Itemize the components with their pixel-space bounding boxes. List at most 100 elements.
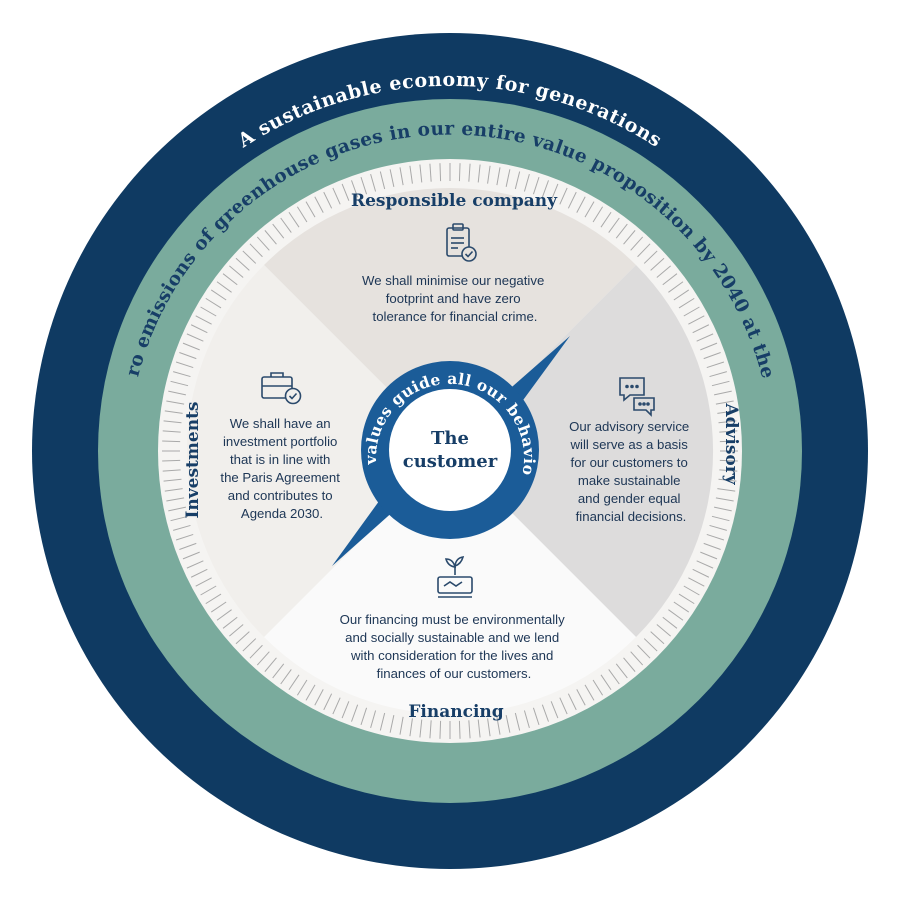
tick-mark [656, 624, 671, 637]
tick-mark [389, 169, 395, 188]
tick-mark [700, 342, 718, 351]
tick-mark [662, 616, 678, 629]
hub-title-line1: The [431, 428, 469, 449]
tick-mark [162, 430, 181, 433]
tick-mark [249, 644, 263, 659]
tick-mark [706, 361, 725, 369]
tick-mark [715, 497, 734, 502]
tick-mark [280, 669, 292, 685]
tick-mark [623, 230, 636, 245]
tick-mark [164, 410, 183, 414]
tick-mark [703, 352, 721, 360]
tick-mark [439, 720, 442, 739]
tick-mark [175, 361, 194, 369]
tick-mark [487, 718, 491, 737]
tick-mark [166, 497, 185, 502]
tick-mark [541, 180, 549, 198]
sector-text-financing: Our financing must be environmentally an… [340, 612, 569, 681]
tick-mark [314, 689, 324, 706]
tick-mark [718, 478, 737, 482]
tick-mark [429, 720, 432, 739]
tick-mark [458, 163, 461, 182]
tick-mark [600, 674, 612, 691]
tick-mark [162, 469, 181, 472]
tick-mark [170, 380, 189, 387]
tick-mark [615, 223, 628, 239]
tick-mark [429, 163, 432, 182]
tick-mark [163, 478, 182, 482]
tick-mark [683, 585, 700, 596]
tick-mark [182, 551, 200, 560]
tick-mark [419, 719, 423, 738]
tick-mark [288, 211, 300, 228]
tick-mark [190, 324, 208, 334]
tick-mark [168, 506, 187, 512]
tick-mark [170, 515, 189, 522]
tick-mark [162, 459, 181, 462]
tick-mark [623, 657, 636, 672]
tick-mark [523, 710, 530, 728]
tick-mark [256, 651, 270, 666]
sector-investments [186, 265, 450, 637]
tick-mark [668, 609, 684, 621]
tick-mark [496, 167, 501, 186]
sector-title-financing: Financing [408, 702, 503, 722]
tick-mark [173, 371, 191, 378]
tick-mark [200, 585, 217, 596]
tick-mark [166, 400, 185, 405]
tick-mark [205, 297, 222, 309]
tick-mark [719, 459, 738, 462]
tick-mark [235, 257, 250, 271]
tick-mark [487, 165, 491, 184]
tick-mark [242, 250, 257, 264]
tick-mark [696, 333, 714, 342]
tick-mark [567, 693, 577, 711]
tick-mark [678, 593, 695, 605]
tick-mark [222, 616, 238, 629]
tick-mark [242, 638, 257, 652]
tick-mark [389, 714, 395, 733]
tick-mark [190, 568, 208, 578]
tick-mark [523, 174, 530, 192]
sector-responsible-company [264, 187, 636, 451]
tick-mark [592, 206, 604, 223]
clipboard-check-icon [446, 223, 477, 262]
tick-mark [162, 440, 181, 443]
tick-mark [399, 716, 404, 735]
tick-mark [711, 380, 730, 387]
tick-mark [370, 710, 377, 728]
sector-title-advisory: Advisory [721, 402, 741, 485]
tick-mark [514, 712, 521, 731]
tick-mark [719, 469, 738, 472]
tick-mark [210, 601, 227, 613]
tick-mark [351, 180, 359, 198]
tick-mark [179, 352, 197, 360]
tick-mark [235, 631, 250, 645]
sector-text-responsible-company: We shall minimise our negative footprint… [362, 273, 548, 324]
tick-marks [162, 163, 738, 739]
sector-title-responsible-company: Responsible company [351, 191, 558, 211]
tick-mark [360, 707, 368, 726]
tick-mark [496, 716, 501, 735]
tick-mark [706, 533, 725, 541]
tick-mark [280, 217, 292, 233]
tick-mark [692, 324, 710, 334]
tick-mark [700, 551, 718, 560]
sector-title-investments: Investments [183, 401, 203, 518]
hub-title-line2: customer [403, 451, 498, 472]
sector-text-investments: We shall have an investment portfolio th… [220, 416, 343, 521]
tick-mark [272, 663, 285, 679]
tick-mark [711, 515, 730, 522]
tick-mark [323, 693, 333, 711]
tick-mark [399, 167, 404, 186]
tick-mark [296, 679, 308, 696]
tick-mark [210, 289, 227, 301]
tick-mark [256, 236, 270, 251]
tick-mark [477, 164, 481, 183]
tick-mark [249, 243, 263, 258]
tick-mark [650, 257, 665, 271]
tick-mark [550, 183, 559, 201]
hub-center [389, 389, 511, 511]
tick-mark [683, 306, 700, 317]
tick-mark [532, 707, 540, 726]
